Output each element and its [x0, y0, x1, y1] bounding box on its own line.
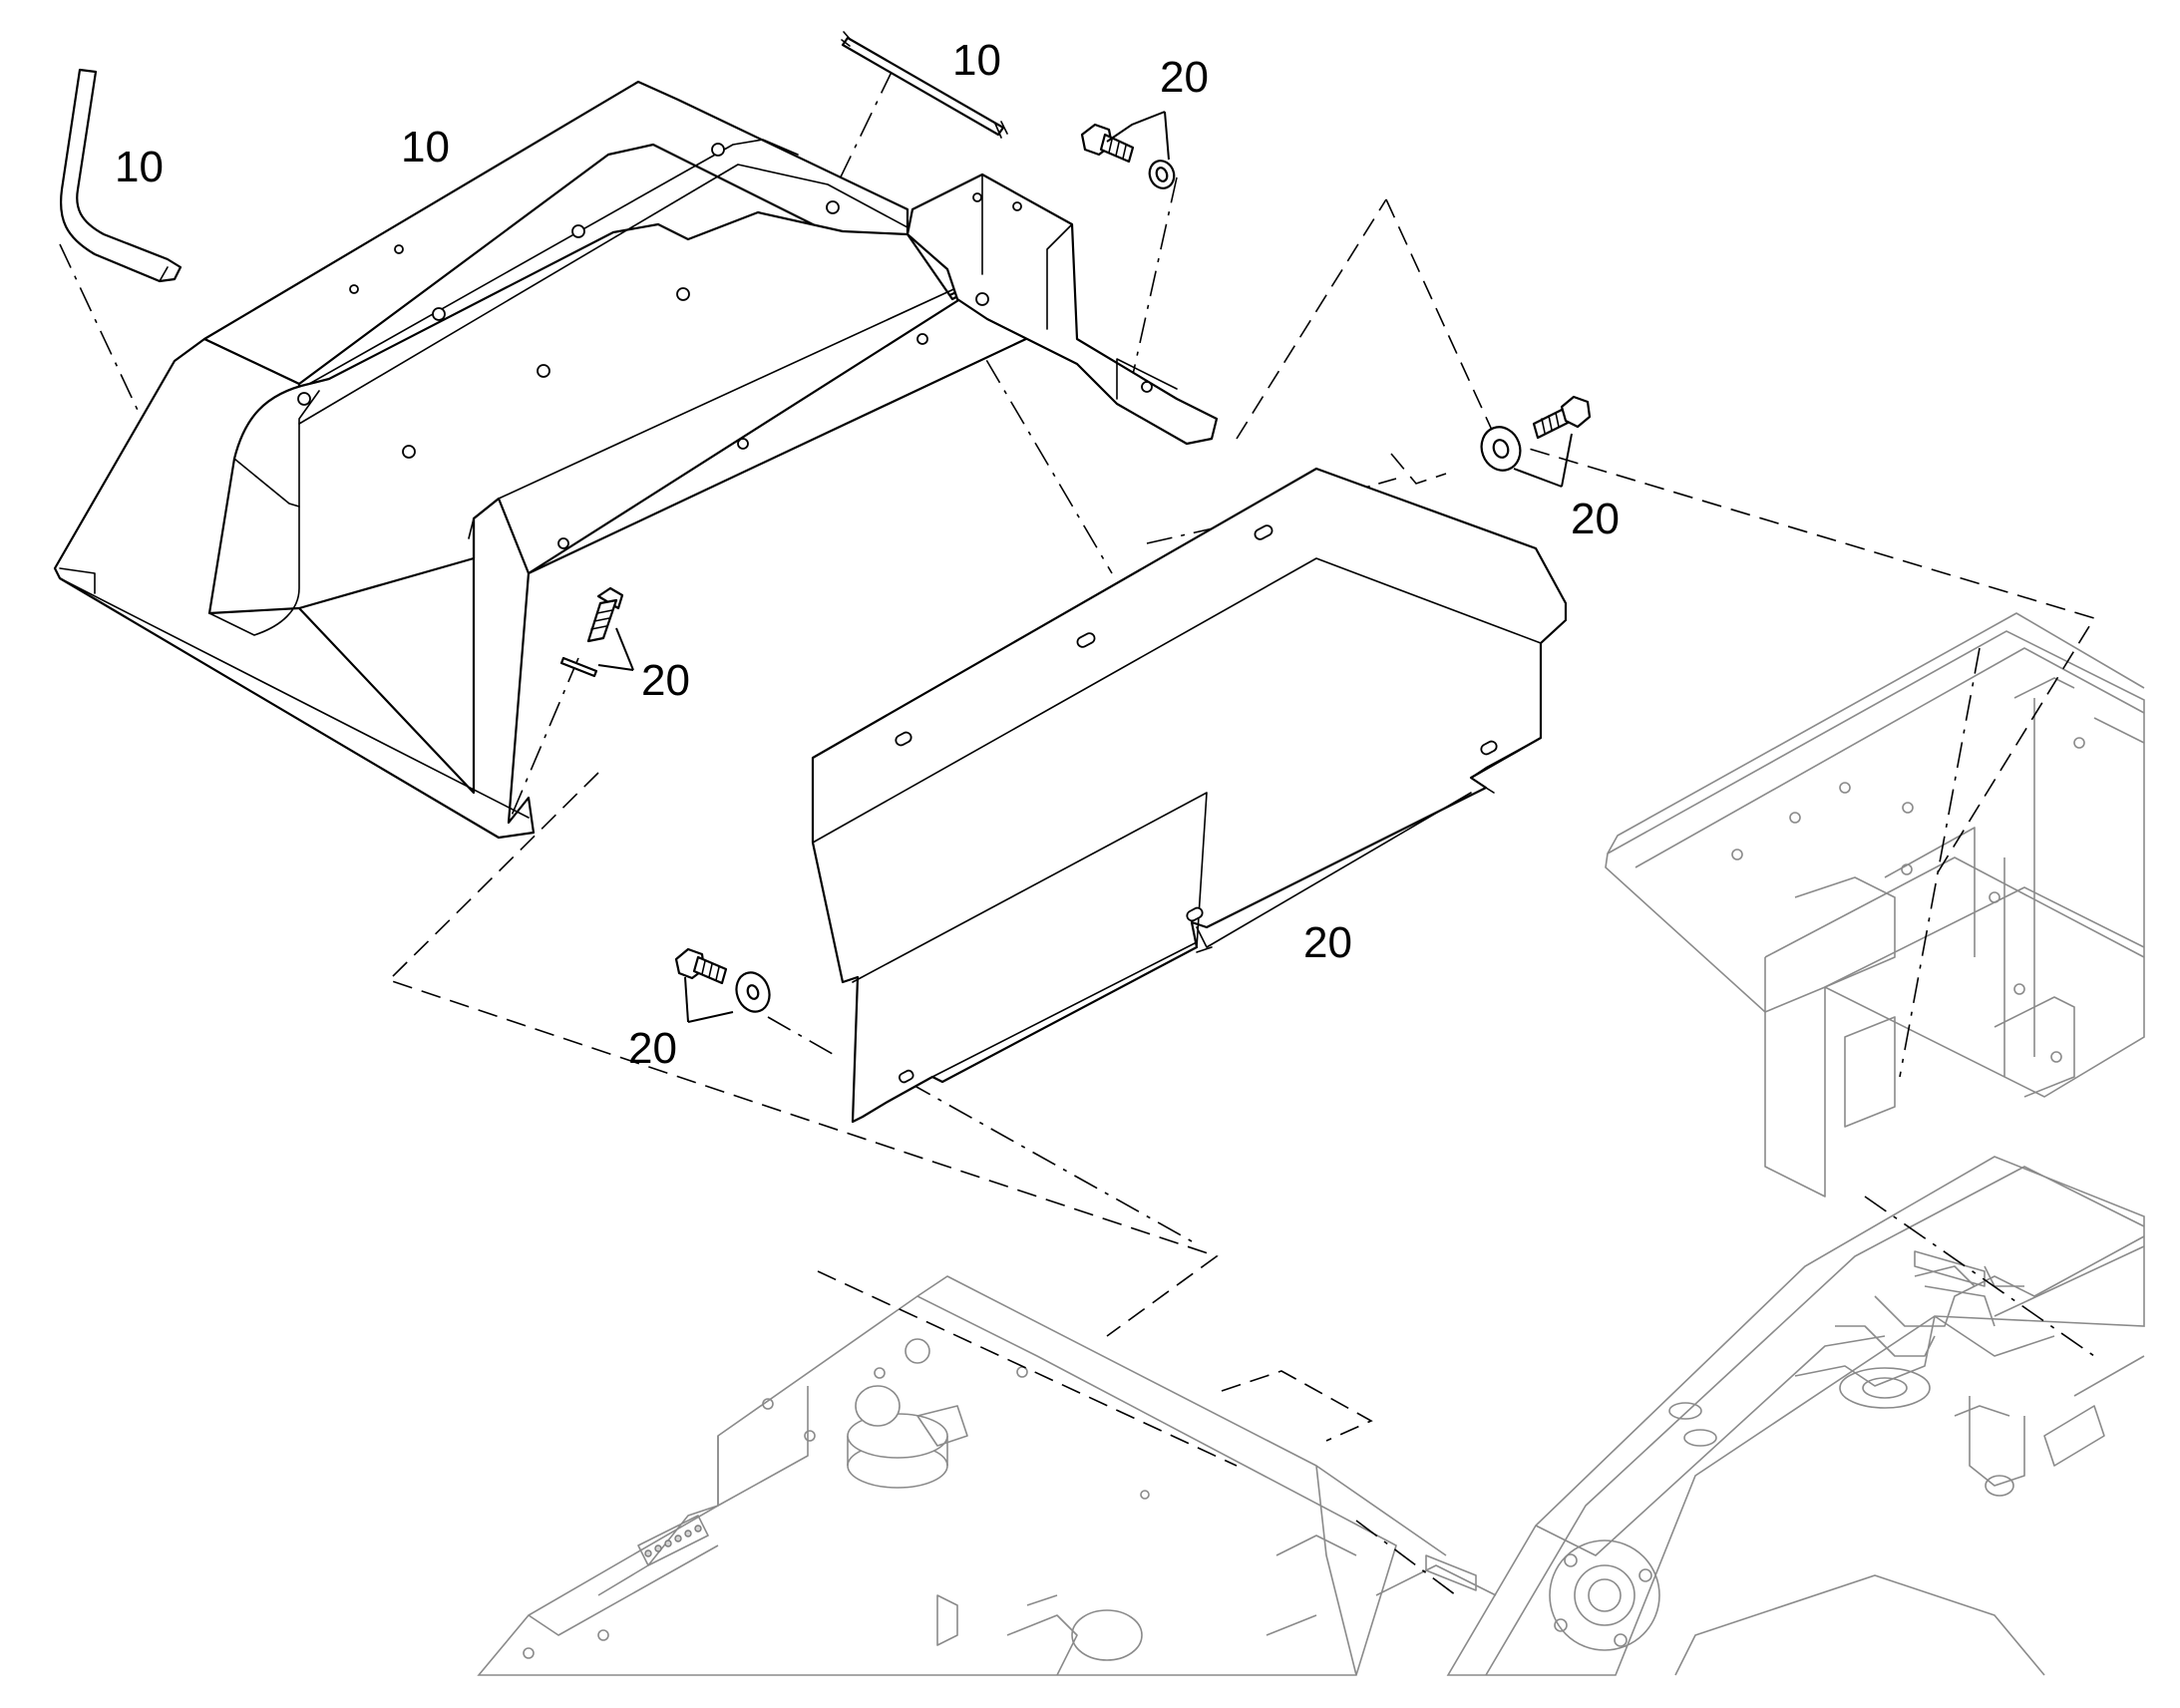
callout-label: 20: [628, 1024, 677, 1073]
callout-label: 10: [115, 143, 164, 191]
hardware-right: [1480, 395, 1592, 472]
hardware-mid: [559, 586, 624, 678]
callout-labels: 10 10 10 20 20 20 20 20: [115, 36, 1620, 1073]
hardware-lower: [674, 947, 771, 1013]
cover-holes: [297, 143, 1153, 549]
callout-label: 20: [1571, 495, 1620, 543]
shield-slots: [895, 524, 1498, 1084]
callout-label: 20: [641, 656, 690, 705]
bent-tube-part: [60, 68, 182, 283]
large-cover-part: [53, 80, 1219, 840]
shield-plate-part: [811, 467, 1568, 1124]
frame-box-right: [1605, 612, 2145, 1197]
background-frame-assembly: [477, 612, 2145, 1676]
deck-plate: [477, 1250, 1986, 1676]
chassis-beam: [1446, 1156, 2145, 1676]
hardware-top: [1080, 123, 1176, 189]
callout-label: 10: [952, 36, 1001, 85]
callout-label: 20: [1160, 53, 1209, 102]
callout-label: 20: [1303, 918, 1352, 967]
bracket-holes: [644, 1525, 702, 1557]
callout-label: 10: [401, 123, 450, 171]
callout-leaders: [597, 111, 1573, 1023]
rod-part: [841, 31, 1008, 139]
